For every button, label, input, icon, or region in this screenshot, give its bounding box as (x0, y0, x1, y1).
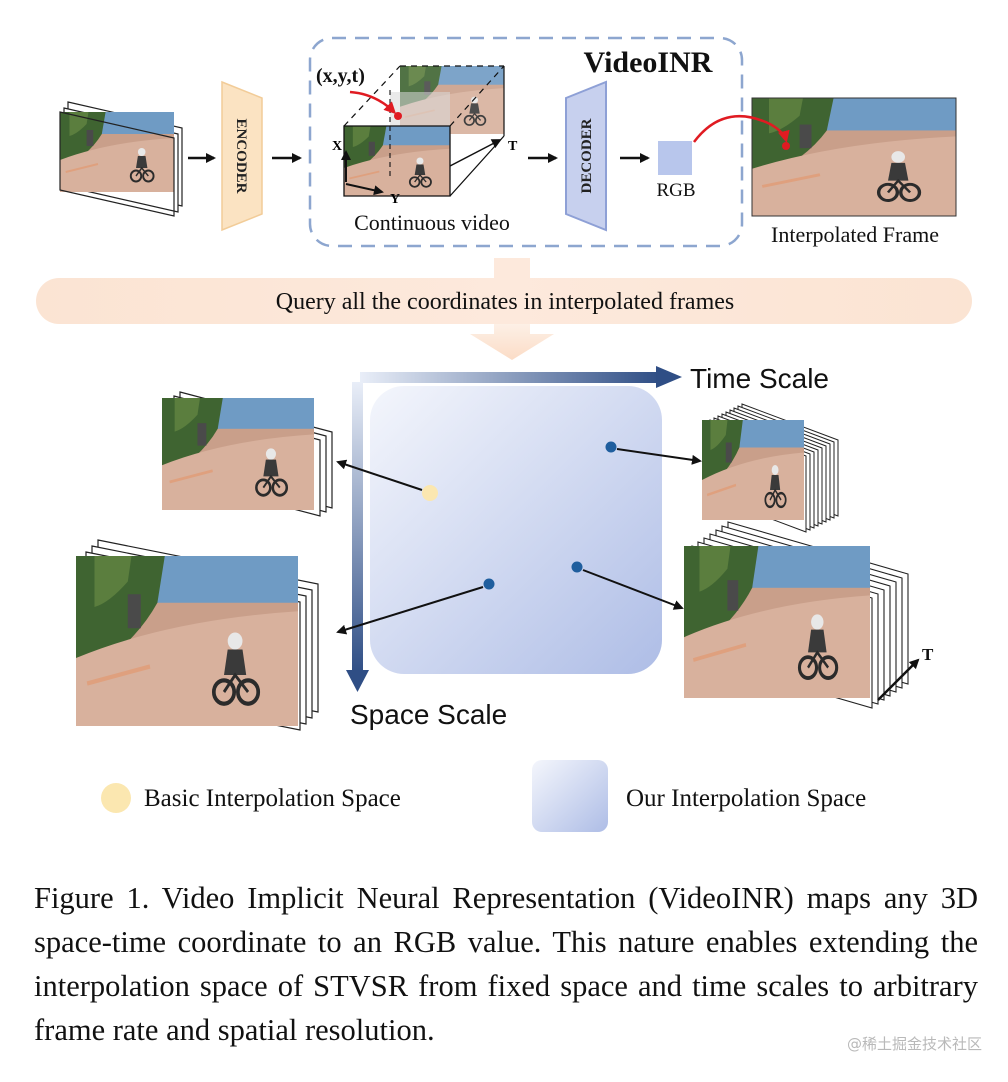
query-point (394, 112, 402, 120)
coordinate-label: (x,y,t) (316, 65, 365, 87)
frames-space-time (684, 521, 909, 709)
down-arrow-top (494, 258, 530, 278)
query-banner-text: Query all the coordinates in interpolate… (276, 289, 735, 315)
axis-t-label: T (508, 139, 518, 154)
legend-ours-label: Our Interpolation Space (626, 785, 866, 812)
decoder-block: DECODER (565, 80, 607, 232)
dot-time-only (605, 441, 617, 453)
watermark: @稀土掘金技术社区 (846, 1035, 982, 1053)
legend-basic-swatch (101, 783, 131, 813)
down-arrow (470, 324, 554, 360)
query-banner (36, 278, 972, 324)
interpolated-frame-label: Interpolated Frame (771, 222, 939, 247)
decoder-label: DECODER (579, 118, 595, 193)
videoinr-box: VideoINR X Y T (x,y,t) (308, 36, 744, 248)
legend-basic-label: Basic Interpolation Space (144, 785, 401, 812)
frames-space-only (76, 539, 319, 731)
axis-x-label: X (332, 139, 342, 154)
videoinr-title: VideoINR (584, 46, 713, 79)
legend-ours-swatch (532, 760, 608, 832)
interpolated-frame (751, 97, 957, 217)
space-scale-label: Space Scale (350, 699, 507, 730)
frames-time-only (702, 403, 839, 533)
legend: Basic Interpolation Space Our Interpolat… (101, 760, 866, 832)
basic-space-dot (422, 485, 438, 501)
figure-caption: Figure 1. Video Implicit Neural Represen… (34, 881, 978, 1047)
rgb-label: RGB (656, 180, 695, 201)
videoinr-figure: ENCODER VideoINR X Y (36, 36, 972, 832)
time-scale-label: Time Scale (690, 363, 829, 394)
time-scale-axis (360, 366, 682, 388)
encoder-block: ENCODER (221, 80, 263, 232)
dot-space-only (483, 578, 495, 590)
input-frames (59, 101, 183, 217)
space-scale-axis (346, 382, 369, 692)
continuous-video-label: Continuous video (354, 210, 510, 235)
our-interpolation-square (370, 386, 662, 674)
encoder-label: ENCODER (233, 118, 249, 193)
rgb-square (658, 141, 692, 175)
continuous-video-cube: X Y T (x,y,t) (316, 65, 518, 207)
frames-basic-small (162, 391, 333, 517)
t-axis-arrow (877, 658, 920, 701)
dot-space-time (571, 561, 583, 573)
axis-y-label: Y (390, 192, 400, 207)
t-axis-label: T (922, 645, 934, 664)
